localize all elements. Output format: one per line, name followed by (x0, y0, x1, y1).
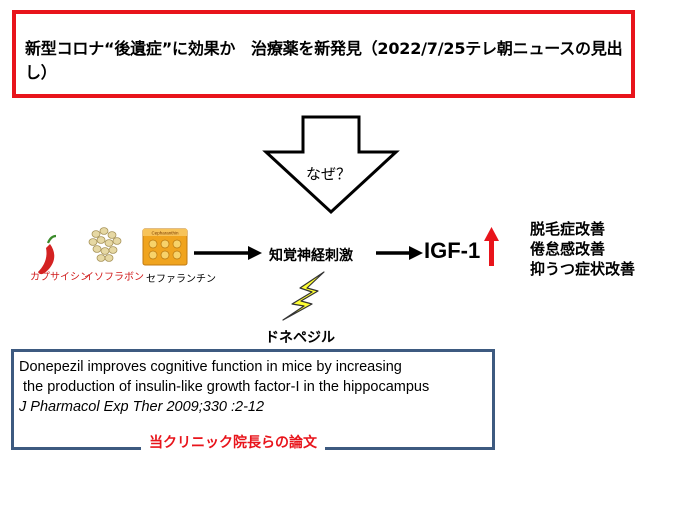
nerve-stimulation-label: 知覚神経刺激 (269, 248, 353, 264)
why-label: なぜ？ (306, 165, 352, 183)
capsaicin-label: カプサイシン (30, 272, 90, 283)
up-arrow-icon (484, 227, 499, 266)
paper-caption: 当クリニック院長らの論文 (141, 432, 325, 452)
headline-box: 新型コロナ“後遺症”に効果か 治療薬を新発見（2022/7/25テレ朝ニュースの… (12, 10, 635, 98)
paper-title-line2: the production of insulin-like growth fa… (19, 379, 430, 395)
effect-hair-loss: 脱毛症改善 (530, 220, 606, 238)
paper-text: Donepezil improves cognitive function in… (19, 357, 499, 417)
soybeans-icon (88, 227, 122, 262)
effects-list: 脱毛症改善 倦怠感改善 抑うつ症状改善 (530, 219, 635, 279)
cepharanthine-package-icon: Cepharanthin (142, 228, 188, 266)
paper-title-line1: Donepezil improves cognitive function in… (19, 359, 402, 375)
donepezil-label: ドネペジル (265, 330, 335, 346)
effect-fatigue: 倦怠感改善 (530, 240, 606, 258)
paper-citation: J Pharmacol Exp Ther 2009;330 :2-12 (19, 399, 265, 415)
isoflavone-label: イソフラボン (84, 272, 144, 283)
effect-depression: 抑うつ症状改善 (530, 260, 636, 278)
arrow-to-nerve-icon (194, 246, 262, 260)
chili-pepper-icon (38, 234, 57, 275)
headline-text: 新型コロナ“後遺症”に効果か 治療薬を新発見（2022/7/25テレ朝ニュースの… (25, 39, 623, 82)
arrow-to-igf-icon (376, 246, 423, 260)
package-text: Cepharanthin (151, 231, 179, 236)
igf-label: IGF-1 (424, 238, 481, 263)
down-arrow-icon (262, 115, 400, 215)
lightning-bolt-icon (282, 271, 325, 321)
cepharanthine-label: セファランチン (146, 274, 216, 285)
